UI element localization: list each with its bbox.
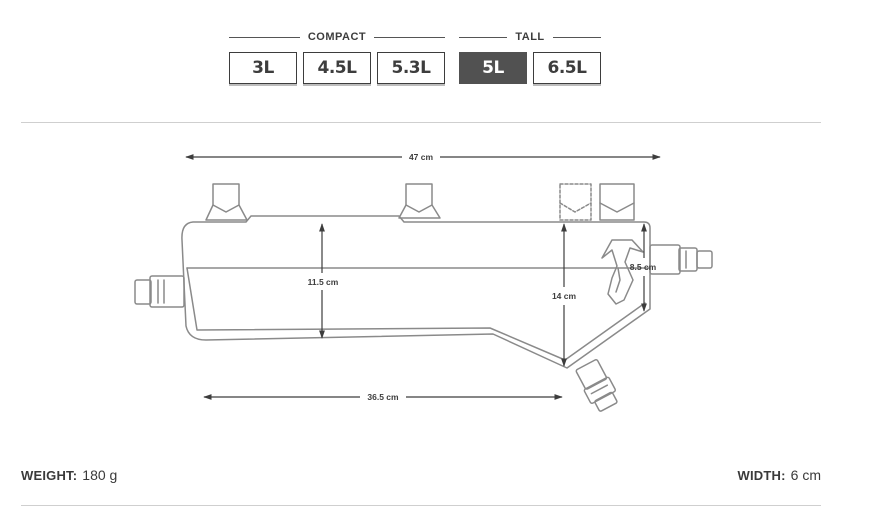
bottom-divider: [21, 505, 821, 506]
group-line: [374, 36, 446, 38]
dim-label-front-height: 11.5 cm: [308, 277, 339, 287]
bag-outline: [181, 215, 651, 369]
weight-value: 180 g: [82, 467, 118, 483]
weight-label: WEIGHT:: [21, 468, 78, 483]
size-button-5l[interactable]: 5L: [459, 52, 527, 84]
width-spec: WIDTH: 6 cm: [738, 467, 821, 483]
size-button-3l[interactable]: 3L: [229, 52, 297, 84]
dim-label-bottom: 36.5 cm: [367, 392, 399, 402]
dim-label-rear-height: 14 cm: [552, 291, 577, 301]
left-buckle: [134, 275, 185, 308]
top-strap-4: [599, 183, 635, 221]
top-strap-2: [398, 183, 441, 219]
top-strap-1: [205, 183, 248, 221]
size-button-5-3l[interactable]: 5.3L: [377, 52, 445, 84]
right-buckle: [649, 244, 713, 275]
top-divider: [21, 122, 821, 123]
tall-label: TALL: [515, 31, 545, 43]
compact-group-label: COMPACT: [229, 28, 446, 46]
compact-label: COMPACT: [307, 31, 367, 43]
hook-clip: [601, 239, 644, 305]
bottom-buckle: [575, 359, 618, 412]
tall-group-label: TALL: [459, 28, 602, 46]
width-value: 6 cm: [790, 467, 821, 483]
top-strap-3: [559, 183, 592, 221]
weight-spec: WEIGHT: 180 g: [21, 467, 117, 483]
dim-label-top: 47 cm: [409, 152, 434, 162]
width-label: WIDTH:: [737, 468, 786, 483]
size-button-4-5l[interactable]: 4.5L: [303, 52, 371, 84]
dim-label-back-height: 8.5 cm: [630, 262, 657, 272]
frame-bag-diagram: 47 cm 36.5 cm 11.5 cm 14 cm 8.5 cm: [134, 152, 713, 412]
bag-inner-edge: [186, 267, 646, 361]
group-line: [229, 36, 300, 38]
size-button-6-5l[interactable]: 6.5L: [533, 52, 601, 84]
group-line: [552, 36, 602, 38]
group-line: [459, 36, 508, 38]
